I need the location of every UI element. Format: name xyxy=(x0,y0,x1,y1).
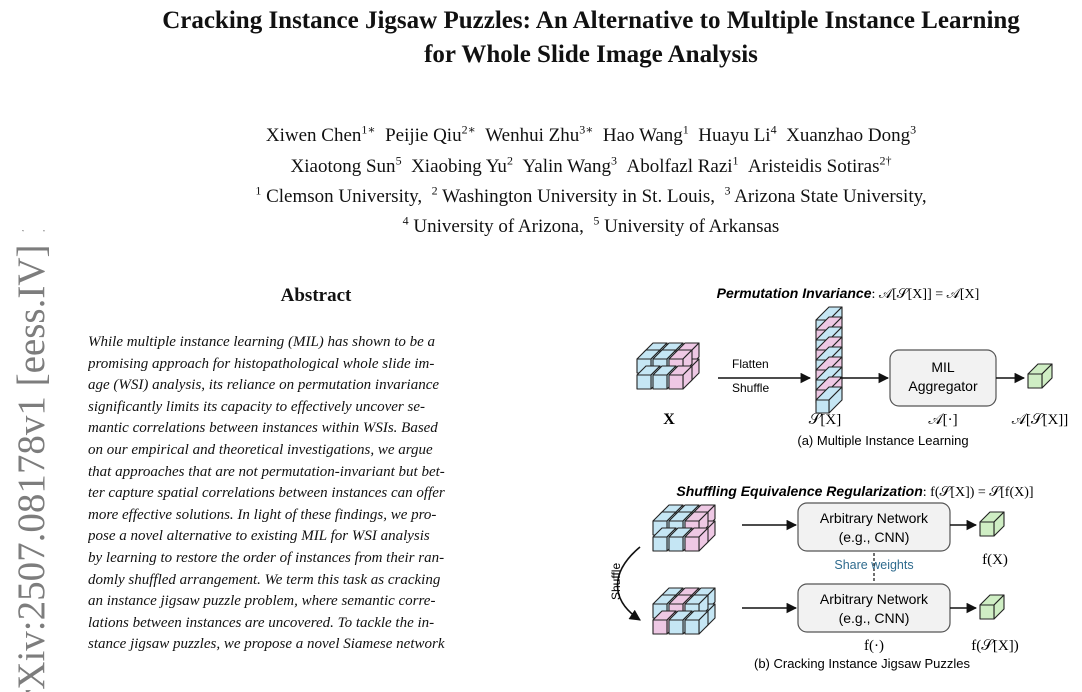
shuffle-label-a: Shuffle xyxy=(732,381,769,395)
panel-a-heading-equation: : 𝒜[𝒮[X]] = 𝒜[X] xyxy=(872,287,980,302)
label-asx: 𝒜[𝒮[X]] xyxy=(1012,412,1069,428)
panel-b-heading-label: Shuffling Equivalence Regularization xyxy=(676,483,922,499)
share-weights-label: Share weights xyxy=(834,558,913,572)
affiliation-2: 3 Arizona State University, xyxy=(724,183,927,207)
network-1-line-1: Arbitrary Network xyxy=(820,510,929,526)
author-4: Aristeidis Sotiras2† xyxy=(748,153,892,177)
authors-line-1: Xiwen Chen1∗ Peijie Qiu2∗ Wenhui Zhu3∗ H… xyxy=(100,118,1082,148)
affiliation-1: 5 University of Arkansas xyxy=(593,213,780,238)
network-box-1 xyxy=(797,502,951,552)
abstract-text: While multiple instance learning (MIL) h… xyxy=(88,332,550,692)
abstract-line: more effective solutions. In light of th… xyxy=(88,506,437,523)
label-fx: f(X) xyxy=(982,552,1008,568)
title-line-1: Cracking Instance Jigsaw Puzzles: An Alt… xyxy=(162,7,1020,34)
authors-line-2: Xiaotong Sun5 Xiaobing Yu2 Yalin Wang3 A… xyxy=(100,148,1082,178)
affiliation-0: 1 Clemson University, xyxy=(255,183,423,207)
network-1-line-2: (e.g., CNN) xyxy=(839,529,910,545)
instance-grid-shuffled xyxy=(652,587,716,635)
output-cube-a xyxy=(1027,363,1053,389)
shuffle-curve-arrow xyxy=(616,546,641,621)
instance-cube xyxy=(684,527,709,552)
abstract-line: stance jigsaw puzzles, we propose a nove… xyxy=(88,636,445,653)
arxiv-stamp-text: arXiv:2507.08178v1 [eess.IV] 10 Jul 2025 xyxy=(10,230,53,692)
author-1: Peijie Qiu2∗ xyxy=(385,123,476,147)
panel-b: Shuffling Equivalence Regularization: f(… xyxy=(609,483,1034,671)
instance-cube xyxy=(815,386,843,414)
author-3: Abolfazl Razi1 xyxy=(626,153,739,177)
abstract-line: lations between instances are uncovered.… xyxy=(88,614,435,631)
abstract-line: mantic correlations between instances wi… xyxy=(88,420,438,437)
mil-aggregator-line-1: MIL xyxy=(931,359,955,375)
label-a: 𝒜[·] xyxy=(928,412,957,428)
output-cube xyxy=(979,594,1005,620)
network-2-line-2: (e.g., CNN) xyxy=(839,610,910,626)
abstract-heading: Abstract xyxy=(280,285,352,306)
affiliations-line-1: 1 Clemson University, 2 Washington Unive… xyxy=(100,179,1082,209)
abstract-line: pose a novel alternative to existing MIL… xyxy=(88,528,430,545)
paper-title: Cracking Instance Jigsaw Puzzles: An Alt… xyxy=(100,4,1082,72)
author-2: Wenhui Zhu3∗ xyxy=(485,123,594,147)
abstract-line: While multiple instance learning (MIL) h… xyxy=(88,334,436,350)
output-cube xyxy=(1027,363,1053,389)
panel-a-heading-label: Permutation Invariance xyxy=(717,285,872,301)
affiliations-line-2: 4 University of Arizona, 5 University of… xyxy=(100,209,1082,239)
author-3: Hao Wang1 xyxy=(602,123,689,147)
mil-aggregator-line-2: Aggregator xyxy=(908,378,978,394)
flatten-label: Flatten xyxy=(732,357,769,371)
network-2-line-1: Arbitrary Network xyxy=(820,591,929,607)
instance-cube xyxy=(636,365,661,390)
affiliation-0: 4 University of Arizona, xyxy=(402,213,584,238)
author-4: Huayu Li4 xyxy=(698,123,777,147)
caption-a: (a) Multiple Instance Learning xyxy=(797,433,968,448)
abstract-line: age (WSI) analysis, its reliance on perm… xyxy=(88,377,440,394)
affiliation-1: 2 Washington University in St. Louis, xyxy=(431,183,715,207)
label-f: f(·) xyxy=(864,638,884,654)
author-block: Xiwen Chen1∗ Peijie Qiu2∗ Wenhui Zhu3∗ H… xyxy=(100,118,1082,239)
shuffled-instance-stack xyxy=(815,306,843,414)
output-cube-fsx xyxy=(979,594,1005,620)
instance-grid-x xyxy=(636,342,700,390)
panel-b-heading: Shuffling Equivalence Regularization: f(… xyxy=(676,483,1033,500)
abstract-line: on our empirical and theoretical investi… xyxy=(88,441,433,458)
panel-a-heading: Permutation Invariance: 𝒜[𝒮[X]] = 𝒜[X] xyxy=(717,285,980,302)
label-fsx: f(𝒮[X]) xyxy=(971,638,1018,654)
author-5: Xuanzhao Dong3 xyxy=(786,123,917,147)
abstract-line: that approaches that are not permutation… xyxy=(88,463,445,480)
instance-grid-original xyxy=(652,504,716,552)
abstract-line: an instance jigsaw puzzle problem, where… xyxy=(88,593,436,610)
arxiv-stamp: arXiv:2507.08178v1 [eess.IV] 10 Jul 2025 xyxy=(0,230,60,692)
overview-figure: Permutation Invariance: 𝒜[𝒮[X]] = 𝒜[X] X… xyxy=(600,282,1082,692)
abstract-line: promising approach for histopathological… xyxy=(88,355,435,372)
author-1: Xiaobing Yu2 xyxy=(411,153,513,177)
title-line-2: for Whole Slide Image Analysis xyxy=(424,41,758,68)
abstract-line: significantly limits its capacity to eff… xyxy=(88,398,425,415)
author-0: Xiaotong Sun5 xyxy=(290,153,402,177)
shuffle-label-b: Shuffle xyxy=(609,563,623,600)
abstract-line: ter capture spatial correlations between… xyxy=(88,485,445,502)
output-cube-fx xyxy=(979,511,1005,537)
label-x: X xyxy=(663,411,675,428)
panel-b-heading-equation: : f(𝒮[X]) = 𝒮[f(X)] xyxy=(923,485,1034,500)
abstract-line: domly shuffled arrangement. We term this… xyxy=(88,571,441,588)
instance-cube xyxy=(668,365,693,390)
author-0: Xiwen Chen1∗ xyxy=(265,123,376,147)
abstract-line: by learning to restore the order of inst… xyxy=(88,549,445,566)
output-cube xyxy=(979,511,1005,537)
author-2: Yalin Wang3 xyxy=(522,153,617,177)
caption-b: (b) Cracking Instance Jigsaw Puzzles xyxy=(754,656,971,671)
instance-cube xyxy=(684,610,709,635)
panel-a: Permutation Invariance: 𝒜[𝒮[X]] = 𝒜[X] X… xyxy=(636,285,1069,448)
label-sx: 𝒮[X] xyxy=(809,412,841,428)
